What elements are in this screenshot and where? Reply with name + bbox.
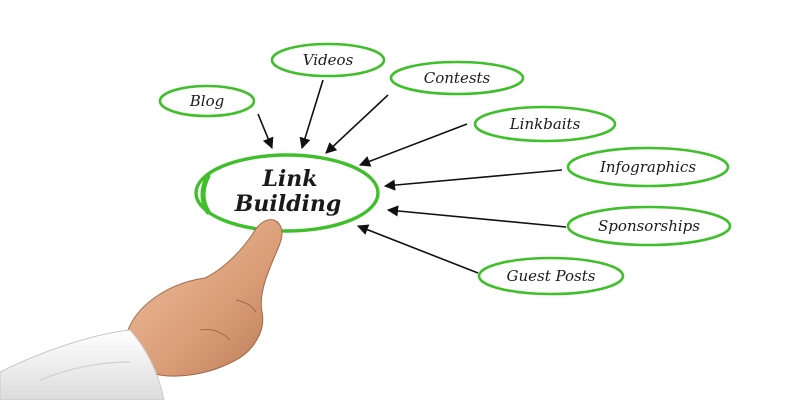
node-guest-posts: Guest Posts bbox=[477, 256, 625, 296]
arrow-guest-posts bbox=[356, 224, 479, 274]
node-sponsorships-ring bbox=[566, 205, 732, 247]
node-blog-label: Blog bbox=[189, 92, 224, 110]
arrow-infographics bbox=[383, 169, 563, 191]
node-contests: Contests bbox=[389, 60, 525, 96]
node-guest-posts-ring bbox=[477, 256, 625, 296]
node-contests-ring bbox=[389, 60, 525, 96]
node-infographics-ring bbox=[566, 146, 730, 188]
node-linkbaits-label: Linkbaits bbox=[509, 115, 581, 133]
center-node-ring bbox=[194, 153, 380, 233]
sleeve-fold bbox=[39, 361, 131, 381]
node-blog: Blog bbox=[158, 84, 256, 118]
hand-palm bbox=[127, 219, 283, 377]
node-videos-ring bbox=[270, 42, 386, 78]
node-guest-posts-label: Guest Posts bbox=[507, 267, 596, 285]
arrows-group bbox=[257, 79, 567, 274]
pointing-hand bbox=[0, 219, 283, 400]
node-contests-label: Contests bbox=[424, 69, 491, 87]
knuckle-crease bbox=[199, 329, 231, 341]
node-videos: Videos bbox=[270, 42, 386, 78]
node-infographics-label: Infographics bbox=[599, 158, 696, 176]
node-linkbaits-ring bbox=[473, 105, 617, 143]
shirt-sleeve bbox=[0, 329, 165, 400]
center-node-line2: Building bbox=[234, 191, 341, 217]
arrow-blog bbox=[257, 113, 274, 150]
arrow-videos bbox=[299, 79, 324, 150]
center-node: Link Building bbox=[194, 153, 380, 233]
node-linkbaits: Linkbaits bbox=[473, 105, 617, 143]
node-blog-ring bbox=[158, 84, 256, 118]
node-infographics: Infographics bbox=[566, 146, 730, 188]
center-node-line1: Link bbox=[261, 166, 317, 192]
arrow-contests bbox=[325, 94, 389, 154]
node-sponsorships-label: Sponsorships bbox=[598, 217, 700, 235]
finger-crease bbox=[235, 299, 257, 313]
node-videos-label: Videos bbox=[303, 51, 354, 69]
node-sponsorships: Sponsorships bbox=[566, 205, 732, 247]
arrow-linkbaits bbox=[358, 123, 468, 167]
arrow-sponsorships bbox=[386, 205, 567, 228]
center-node-brush-stroke bbox=[200, 173, 211, 215]
